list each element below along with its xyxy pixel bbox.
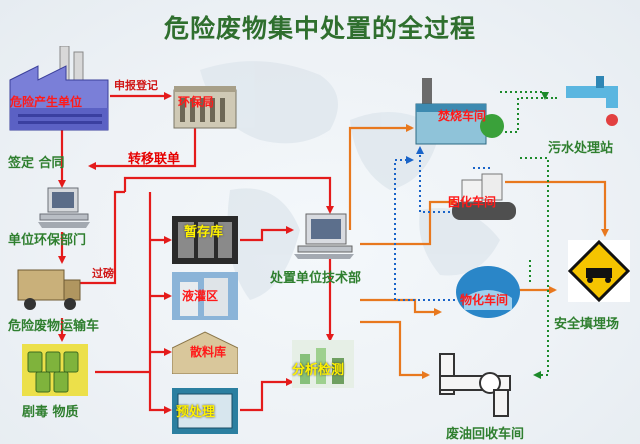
solidify-label: 固化车间 <box>448 195 497 209</box>
oil-recover-label: 废油回收车间 <box>446 427 525 442</box>
liquid-tank-label: 液灌区 <box>182 289 219 303</box>
oil-recover-icon <box>430 346 530 420</box>
weigh-label: 过磅 <box>92 267 114 280</box>
computer-icon <box>36 186 94 230</box>
factory-icon <box>8 45 112 132</box>
pretreat-icon <box>172 388 238 434</box>
transfer-label: 转移联单 <box>128 152 181 167</box>
truck-icon <box>16 262 84 314</box>
sign-contract-label: 签定 合同 <box>8 156 65 171</box>
physchem-icon <box>452 262 524 320</box>
temp-store-icon <box>172 216 238 264</box>
physchem-label: 物化车间 <box>460 293 509 307</box>
toxic-drums-icon <box>22 344 88 396</box>
epb-label: 环保局 <box>178 95 215 109</box>
report-label: 申报登记 <box>114 79 158 92</box>
faucet-icon <box>562 72 628 132</box>
temp-store-label: 暂存库 <box>184 225 224 240</box>
pretreat-label: 预处理 <box>176 405 216 420</box>
landfill-sign-icon <box>567 239 631 303</box>
tech-computer-icon <box>292 212 358 260</box>
incinerator-icon <box>412 74 504 146</box>
transport-label: 危险废物运输车 <box>8 319 100 334</box>
lab-icon <box>292 340 354 388</box>
red-flow-lines <box>58 92 334 414</box>
page-title: 危险废物集中处置的全过程 <box>163 14 476 43</box>
tank-icon <box>172 272 238 320</box>
sewage-label: 污水处理站 <box>548 141 614 156</box>
landfill-label: 安全填埋场 <box>554 317 620 332</box>
bulk-store-label: 散料库 <box>190 345 227 359</box>
blue-dotted-lines <box>394 146 490 301</box>
toxic-label: 剧毒 物质 <box>22 405 79 420</box>
tech-dept-label: 处置单位技术部 <box>270 271 362 286</box>
solidify-icon <box>448 170 520 224</box>
unit-env-label: 单位环保部门 <box>8 233 87 248</box>
lab-label: 分析检测 <box>292 363 345 378</box>
building-icon <box>172 84 238 130</box>
generator-label: 危险产生单位 <box>10 95 83 109</box>
incinerate-label: 焚烧车间 <box>438 109 487 123</box>
green-dotted-lines <box>500 91 560 379</box>
